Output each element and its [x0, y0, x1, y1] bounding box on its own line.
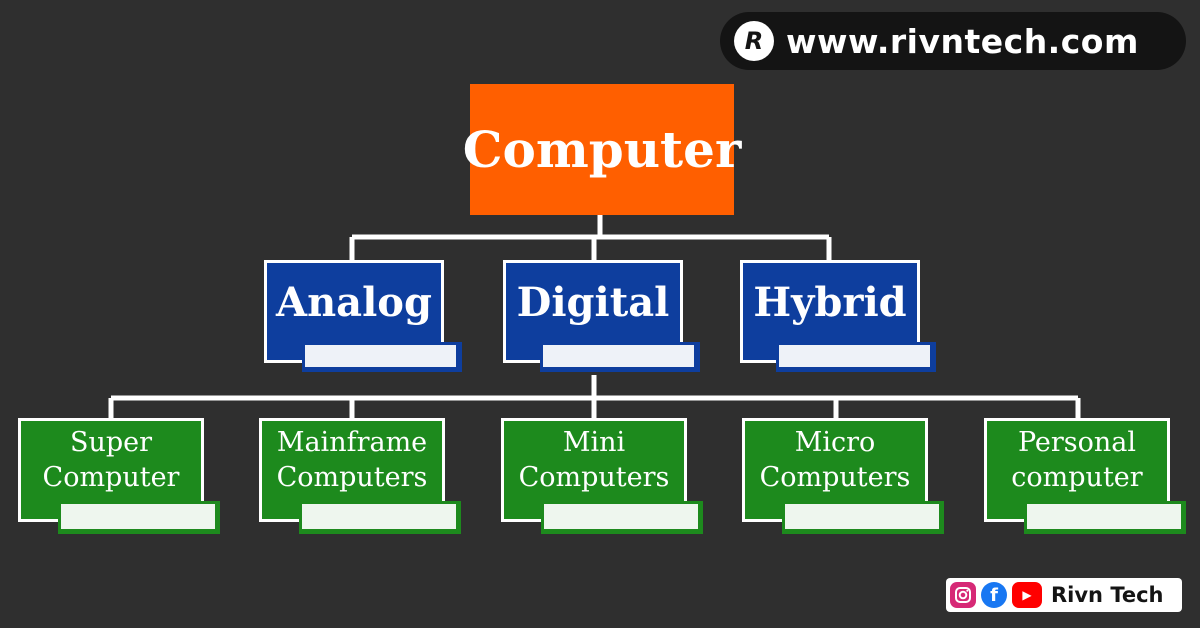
analog-label-tab: [302, 342, 462, 372]
micro-line1: Micro: [794, 426, 876, 458]
micro-computers-tab: [782, 501, 944, 534]
hybrid-label: Hybrid: [753, 279, 907, 326]
watermark-pill: R www.rivntech.com: [720, 12, 1186, 70]
hybrid-label-tab: [776, 342, 936, 372]
micro-line2: Computers: [759, 462, 911, 493]
personal-line1: Personal: [1017, 426, 1137, 458]
watermark-url: www.rivntech.com: [786, 21, 1139, 61]
facebook-icon: f: [981, 582, 1007, 608]
instagram-icon: [950, 582, 976, 608]
mainframe-computers-tab: [299, 501, 461, 534]
super-line2: Computer: [42, 462, 180, 493]
rivntech-logo-icon: R: [734, 21, 774, 61]
youtube-icon: ▶: [1012, 582, 1042, 608]
mini-line1: Mini: [562, 426, 626, 458]
social-handle-label: Rivn Tech: [1051, 583, 1164, 607]
super-computer-tab: [58, 501, 220, 534]
personal-computer-tab: [1024, 501, 1186, 534]
super-line1: Super: [69, 426, 153, 458]
social-handle-badge: f ▶ Rivn Tech: [946, 578, 1182, 612]
mainframe-line1: Mainframe: [276, 426, 428, 458]
mainframe-line2: Computers: [276, 462, 428, 493]
digital-label-tab: [540, 342, 700, 372]
mini-computers-tab: [541, 501, 703, 534]
analog-label: Analog: [276, 279, 432, 326]
personal-line2: computer: [1011, 462, 1143, 493]
digital-label: Digital: [516, 279, 670, 326]
computer-root-node: Computer: [463, 84, 741, 215]
mini-line2: Computers: [518, 462, 670, 493]
root-label: Computer: [462, 120, 742, 179]
